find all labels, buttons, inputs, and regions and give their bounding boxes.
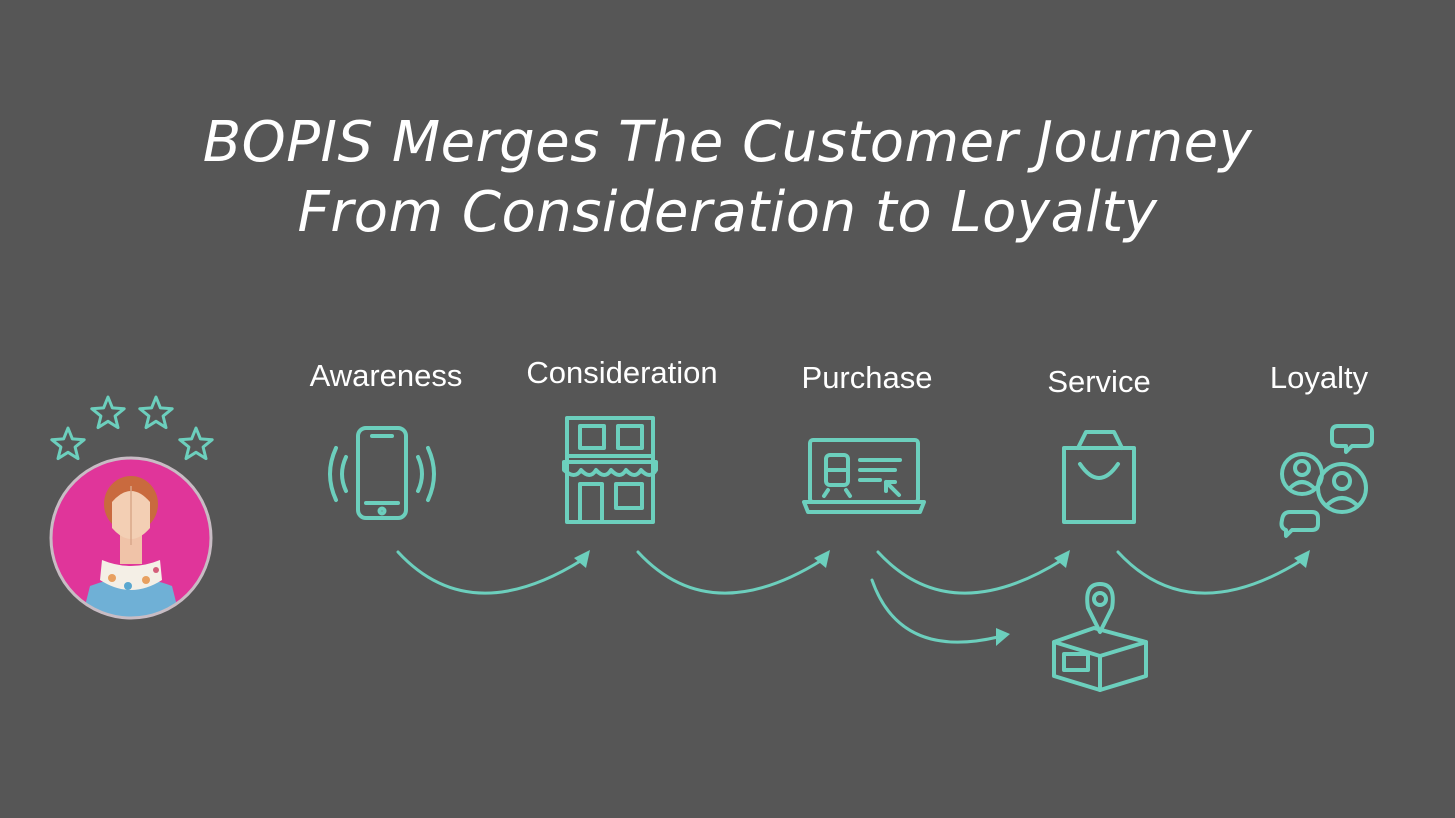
community-chat-icon — [1282, 426, 1373, 536]
package-location-icon — [1054, 584, 1146, 690]
customer-avatar-icon — [51, 458, 211, 618]
laptop-shop-icon — [804, 440, 924, 512]
storefront-icon — [564, 418, 656, 522]
shopping-bag-icon — [1064, 432, 1134, 522]
smartphone-icon — [330, 428, 434, 518]
star-icon — [52, 397, 212, 459]
journey-arrows — [398, 550, 1310, 646]
